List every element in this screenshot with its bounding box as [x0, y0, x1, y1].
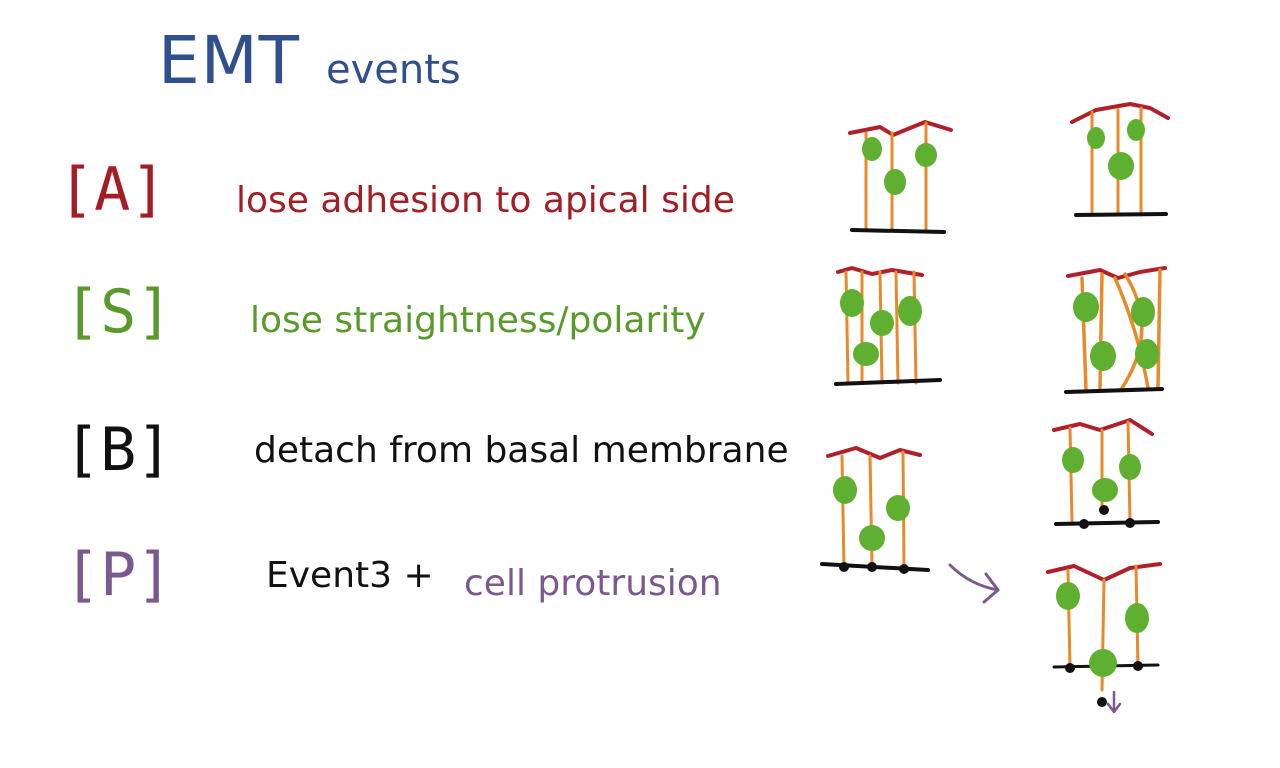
event-tag-s: [S] [64, 277, 173, 347]
diagram-s-after [1064, 266, 1167, 394]
event-tag-p: [P] [64, 540, 173, 610]
diagram-b-after [1052, 418, 1160, 529]
event-tag-b: [B] [64, 415, 173, 485]
protrusion-arrow-icon [1106, 690, 1122, 714]
title-sub: events [325, 47, 461, 93]
event-row-a: [A] lose adhesion to apical side [0, 150, 800, 240]
diagram-b-before [820, 446, 930, 574]
page-title: EMT events [158, 22, 461, 99]
diagram-s-before [834, 266, 942, 386]
event-row-b: [B] detach from basal membrane [0, 410, 800, 500]
event-row-p: [P] Event3 + cell protrusion [0, 535, 800, 625]
title-main: EMT [158, 22, 300, 99]
event-text-p-a: Event3 + [266, 555, 434, 596]
event-text-s: lose straightness/polarity [250, 300, 706, 341]
event-row-s: [S] lose straightness/polarity [0, 272, 800, 362]
diagram-p [1046, 562, 1162, 714]
event-tag-a: [A] [58, 155, 167, 225]
diagram-a-after [1070, 102, 1170, 217]
event-text-b: detach from basal membrane [254, 430, 789, 471]
event-text-a: lose adhesion to apical side [236, 180, 735, 221]
diagram-a-before [848, 120, 953, 234]
event-text-p-b: cell protrusion [464, 563, 722, 604]
transition-arrow-icon [948, 563, 1000, 604]
